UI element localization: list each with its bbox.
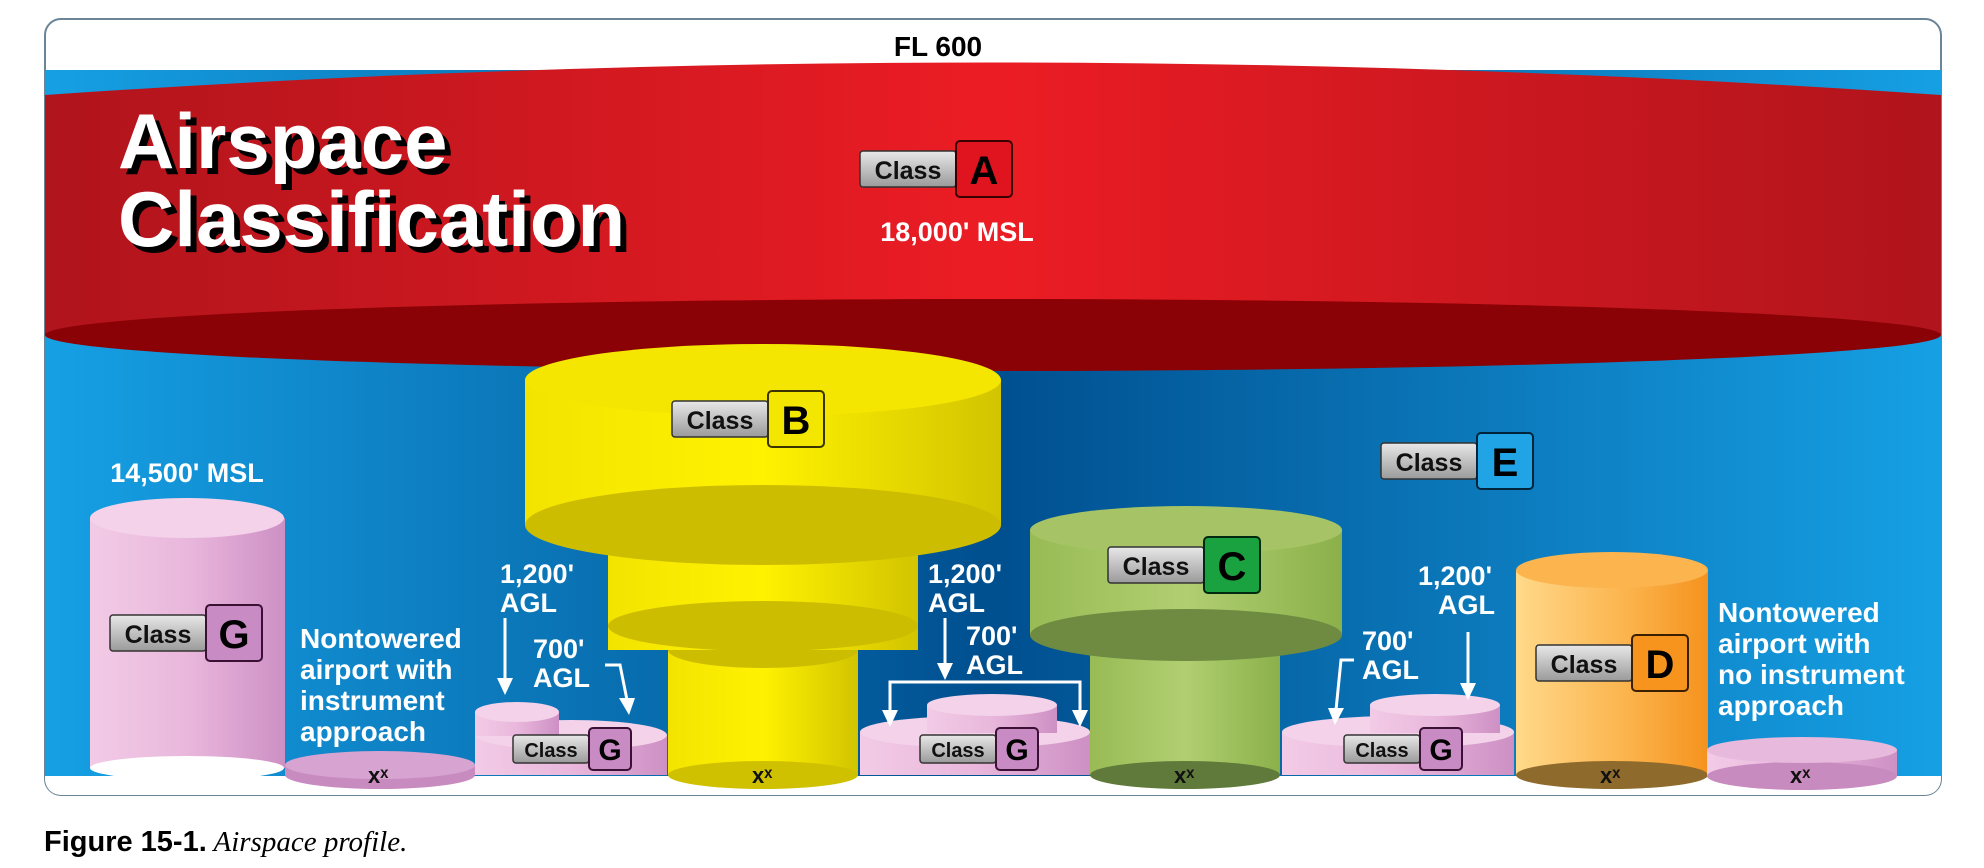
svg-text:G: G — [598, 734, 621, 767]
svg-text:Classification: Classification — [124, 181, 631, 269]
svg-text:Class: Class — [1396, 449, 1463, 477]
arrowhead-1200-left — [497, 678, 513, 695]
svg-text:Class: Class — [125, 621, 192, 649]
class-g-badge-left: Class G — [512, 727, 632, 771]
svg-text:Class: Class — [1551, 651, 1618, 679]
class-a-underside — [45, 299, 1941, 371]
nontowered-instr-3: instrument — [300, 685, 445, 716]
airport-symbol-right: xˣ — [1790, 763, 1811, 788]
figure-text: Airspace profile. — [206, 826, 408, 858]
svg-text:Class: Class — [524, 740, 577, 762]
arrow-700-right — [1334, 658, 1354, 711]
arrow-700-left — [605, 663, 629, 701]
nontowered-instr-4: approach — [300, 716, 426, 747]
airport-symbol-left: xˣ — [368, 763, 389, 788]
class-d-badge: Class D — [1535, 634, 1689, 692]
nontowered-noinstr-1: Nontowered — [1718, 597, 1880, 628]
nontowered-instr-2: airport with — [300, 654, 452, 685]
bracket-700-center — [888, 680, 1082, 712]
arrowhead-700-right — [1328, 708, 1344, 725]
svg-text:Classification: Classification — [118, 175, 625, 263]
airport-pad-right — [1707, 737, 1897, 790]
ground — [45, 776, 1941, 795]
class-g-altitude: 14,500' MSL — [110, 458, 264, 488]
figure-caption: Figure 15-1. Airspace profile. — [44, 826, 407, 859]
class-g-badge-large: Class G — [109, 604, 263, 662]
class-a-band — [45, 62, 1941, 335]
agl-1200-right-2: AGL — [1438, 590, 1495, 620]
svg-text:B: B — [782, 399, 811, 443]
svg-text:G: G — [1429, 734, 1452, 767]
diagram-title: Airspace Airspace Classification Classif… — [118, 97, 631, 269]
nontowered-noinstr-2: airport with — [1718, 628, 1870, 659]
airport-symbol-c: xˣ — [1174, 763, 1195, 788]
class-g-badge-center: Class G — [919, 727, 1039, 771]
class-c-badge: Class C — [1107, 536, 1261, 594]
nontowered-noinstr-3: no instrument — [1718, 659, 1905, 690]
agl-1200-left-1: 1,200' — [500, 559, 574, 589]
svg-text:G: G — [1005, 734, 1028, 767]
arrowhead-700-left — [619, 698, 635, 715]
arrowhead-1200-right — [1460, 683, 1476, 700]
figure-number: Figure 15-1. — [44, 826, 207, 858]
svg-text:D: D — [1646, 643, 1675, 687]
svg-text:Airspace: Airspace — [118, 97, 448, 185]
agl-700-right-2: AGL — [1362, 655, 1419, 685]
agl-1200-center-1: 1,200' — [928, 559, 1002, 589]
agl-700-left-2: AGL — [533, 663, 590, 693]
arrowhead-700-center-left — [882, 710, 898, 727]
arrowhead-1200-center — [937, 663, 953, 680]
agl-1200-right-1: 1,200' — [1418, 561, 1492, 591]
fl600-label: FL 600 — [894, 31, 982, 62]
agl-1200-center-2: AGL — [928, 588, 985, 618]
class-g-badge-right: Class G — [1343, 727, 1463, 771]
agl-700-center-1: 700' — [966, 621, 1017, 651]
agl-1200-left-2: AGL — [500, 588, 557, 618]
nontowered-instr-1: Nontowered — [300, 623, 462, 654]
airport-symbol-d: xˣ — [1600, 763, 1621, 788]
class-a-altitude: 18,000' MSL — [880, 217, 1034, 247]
svg-text:G: G — [218, 613, 249, 657]
svg-text:Airspace: Airspace — [124, 103, 454, 191]
arrowhead-700-center-right — [1072, 710, 1088, 727]
svg-text:Class: Class — [875, 157, 942, 185]
svg-text:Class: Class — [931, 740, 984, 762]
airport-pad-left — [285, 751, 475, 789]
agl-700-right-1: 700' — [1362, 626, 1413, 656]
class-b-badge: Class B — [671, 390, 825, 448]
class-b-airspace — [525, 344, 1001, 789]
svg-text:A: A — [970, 149, 999, 193]
svg-text:Class: Class — [687, 407, 754, 435]
svg-text:Class: Class — [1355, 740, 1408, 762]
nontowered-noinstr-4: approach — [1718, 690, 1844, 721]
svg-text:E: E — [1492, 441, 1519, 485]
airport-symbol-b: xˣ — [752, 763, 773, 788]
svg-text:C: C — [1218, 545, 1247, 589]
class-e-badge: Class E — [1380, 432, 1534, 490]
agl-700-center-2: AGL — [966, 650, 1023, 680]
class-a-badge: Class A — [859, 140, 1013, 198]
agl-700-left-1: 700' — [533, 634, 584, 664]
svg-text:Class: Class — [1123, 553, 1190, 581]
